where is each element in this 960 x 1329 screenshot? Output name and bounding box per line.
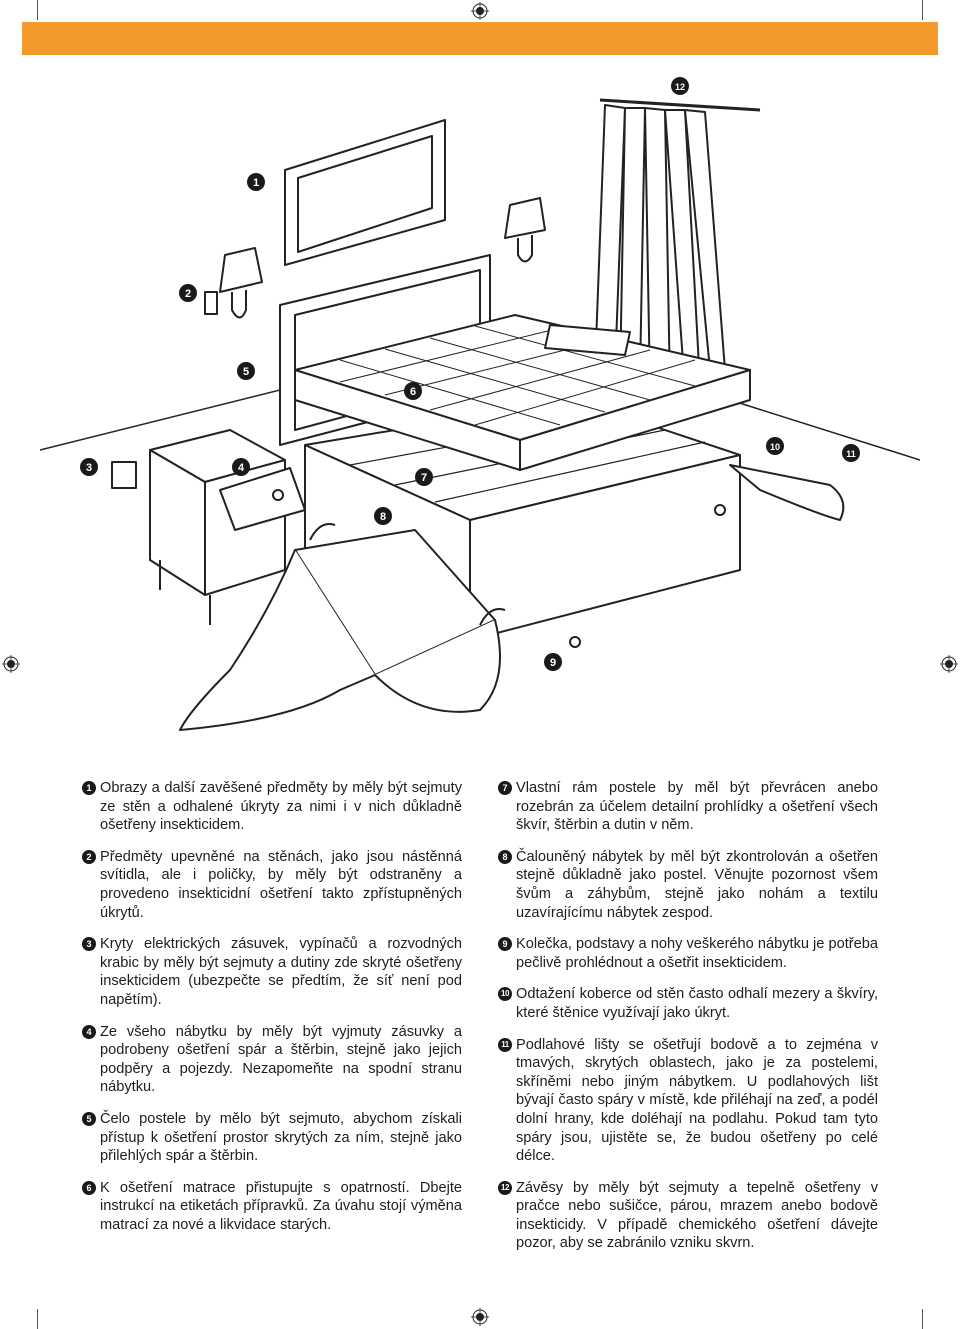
callout-badge-12: 12 — [671, 77, 689, 95]
callout-label: 2 — [185, 288, 191, 300]
instruction-number-badge: 11 — [498, 1037, 512, 1052]
instruction-number-badge: 6 — [82, 1180, 96, 1195]
carpet-edge — [729, 464, 845, 521]
callout-badge-10: 10 — [766, 437, 784, 455]
instruction-number-badge: 7 — [498, 781, 512, 795]
callout-badge-7: 7 — [415, 468, 433, 486]
wall-picture — [284, 119, 446, 266]
instruction-text: Kryty elektrických zásuvek, vypínačů a r… — [100, 936, 462, 1008]
instruction-text: Vlastní rám postele by měl být převrácen… — [516, 780, 878, 834]
instruction-item: 11 Podlahové lišty se ošetřují bodově a t… — [498, 1036, 878, 1166]
instruction-item: 8 Čalouněný nábytek by měl být zkontrolov… — [498, 848, 878, 922]
registration-mark-icon — [2, 655, 20, 673]
crop-mark — [922, 0, 923, 20]
callout-badge-6: 6 — [404, 382, 422, 400]
instruction-item: 12 Závěsy by měly být sejmuty a tepelně o… — [498, 1179, 878, 1253]
header-accent-bar — [22, 22, 938, 55]
instruction-item: 2 Předměty upevněné na stěnách, jako jsou… — [82, 848, 462, 922]
nightstand — [149, 429, 306, 625]
instructions-right-column: 7 Vlastní rám postele by měl být převráce… — [498, 779, 878, 1266]
callout-badge-4: 4 — [232, 458, 250, 476]
callout-label: 12 — [675, 82, 685, 92]
callout-badge-3: 3 — [80, 458, 98, 476]
upturned-armchair — [179, 523, 506, 731]
instruction-item: 7 Vlastní rám postele by měl být převráce… — [498, 779, 878, 835]
instruction-item: 3 Kryty elektrických zásuvek, vypínačů a … — [82, 935, 462, 1009]
curtains — [594, 98, 761, 391]
instruction-text: K ošetření matrace přistupujte s opatrno… — [100, 1179, 462, 1233]
callout-label: 4 — [238, 462, 245, 474]
callout-badge-1: 1 — [247, 173, 265, 191]
callout-badge-2: 2 — [179, 284, 197, 302]
instruction-number-badge: 2 — [82, 849, 96, 864]
instruction-text: Závěsy by měly být sejmuty a tepelně oše… — [516, 1179, 878, 1252]
instruction-number-badge: 3 — [82, 937, 96, 952]
instruction-item: 6 K ošetření matrace přistupujte s opatrn… — [82, 1179, 462, 1235]
instruction-item: 5 Čelo postele by mělo být sejmuto, abych… — [82, 1110, 462, 1166]
instruction-number-badge: 1 — [82, 781, 96, 795]
crop-mark — [37, 0, 38, 20]
callout-badge-8: 8 — [374, 507, 392, 525]
registration-mark-icon — [471, 1308, 489, 1326]
callout-label: 7 — [421, 472, 427, 484]
instructions-left-column: 1 Obrazy a další zavěšené předměty by měl… — [82, 779, 462, 1247]
callout-label: 6 — [410, 386, 416, 398]
callout-label: 11 — [846, 449, 856, 459]
callout-label: 5 — [243, 366, 249, 378]
wall-lamp-left — [204, 247, 263, 319]
instruction-number-badge: 5 — [82, 1111, 96, 1126]
instruction-item: 9 Kolečka, podstavy a nohy veškerého náby… — [498, 935, 878, 972]
callout-label: 1 — [253, 177, 259, 189]
instruction-number-badge: 4 — [82, 1024, 96, 1039]
instruction-text: Odtažení koberce od stěn často odhalí me… — [516, 986, 878, 1021]
callout-label: 9 — [550, 657, 556, 669]
instruction-item: 4 Ze všeho nábytku by měly být vyjmuty zá… — [82, 1023, 462, 1097]
instruction-text: Obrazy a další zavěšené předměty by měly… — [100, 780, 462, 834]
instruction-number-badge: 8 — [498, 849, 512, 864]
instruction-number-badge: 10 — [498, 987, 512, 1002]
instruction-text: Čalouněný nábytek by měl být zkontrolová… — [516, 848, 878, 921]
crop-mark — [37, 1309, 38, 1329]
instruction-text: Podlahové lišty se ošetřují bodově a to … — [516, 1036, 878, 1165]
instruction-number-badge: 9 — [498, 937, 512, 952]
callout-badge-9: 9 — [544, 653, 562, 671]
instruction-item: 10 Odtažení koberce od stěn často odhalí … — [498, 985, 878, 1022]
instruction-text: Čelo postele by mělo být sejmuto, abycho… — [100, 1110, 462, 1165]
registration-mark-icon — [940, 655, 958, 673]
wall-lamp-right — [504, 197, 546, 263]
callout-label: 3 — [86, 462, 92, 474]
callout-label: 8 — [380, 511, 386, 523]
crop-mark — [922, 1309, 923, 1329]
callout-label: 10 — [770, 442, 780, 452]
registration-mark-icon — [471, 2, 489, 20]
instruction-text: Předměty upevněné na stěnách, jako jsou … — [100, 848, 462, 921]
instruction-text: Kolečka, podstavy a nohy veškerého nábyt… — [516, 936, 878, 971]
instruction-text: Ze všeho nábytku by měly být vyjmuty zás… — [100, 1023, 462, 1096]
wall-outlet — [111, 461, 137, 489]
instruction-item: 1 Obrazy a další zavěšené předměty by měl… — [82, 779, 462, 835]
callout-badge-5: 5 — [237, 362, 255, 380]
instruction-number-badge: 12 — [498, 1180, 512, 1195]
callout-badge-11: 11 — [842, 444, 860, 462]
